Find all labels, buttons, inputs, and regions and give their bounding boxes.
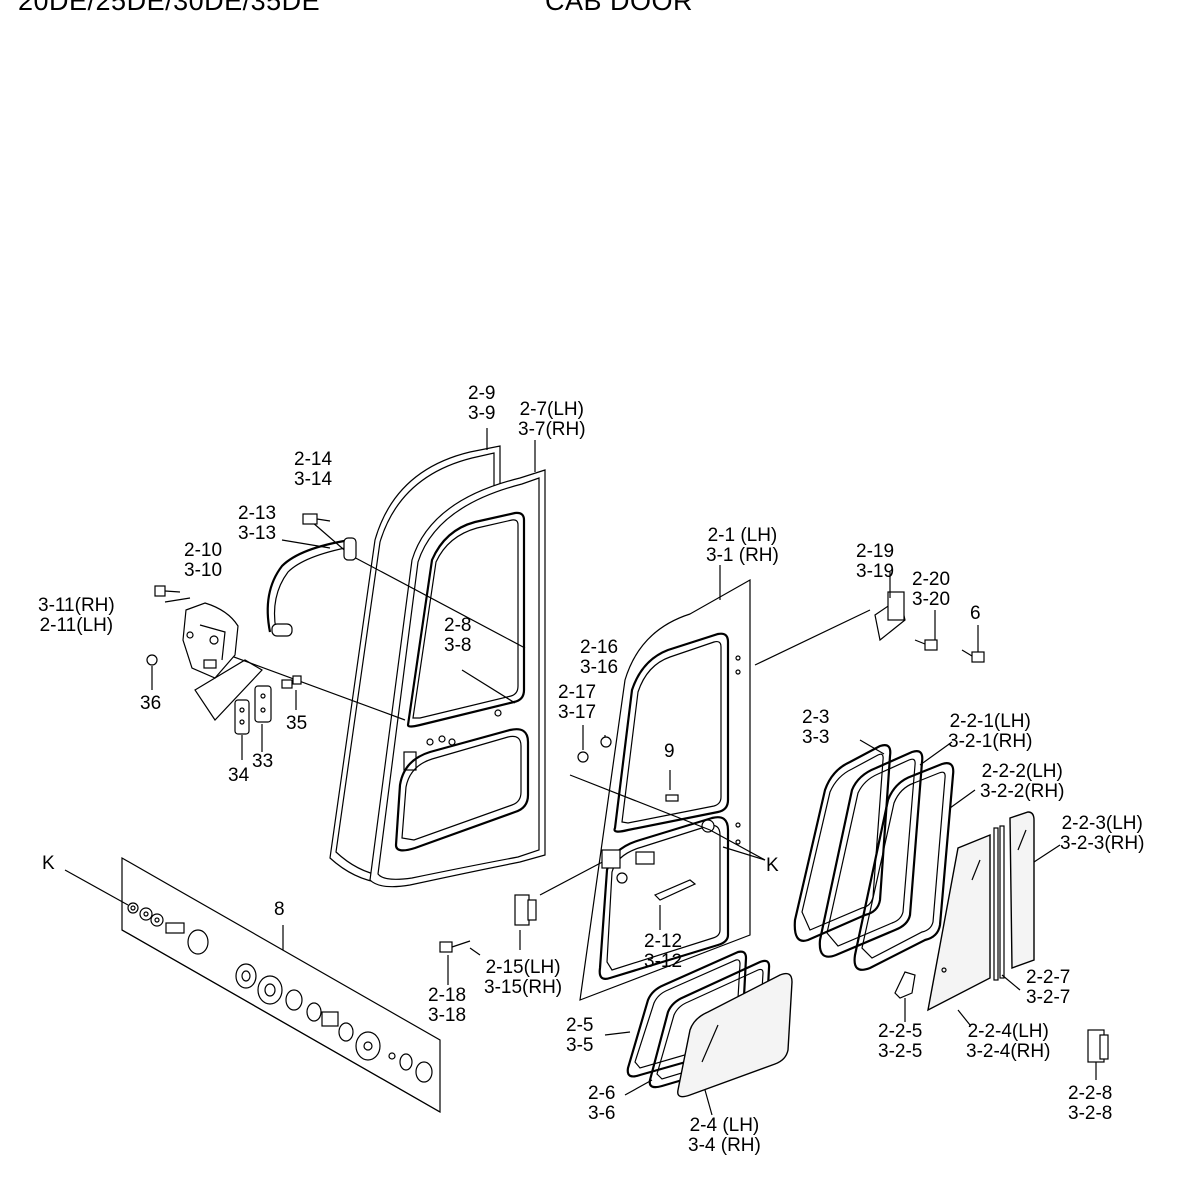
hinge-2-2-8	[1087, 1029, 1109, 1063]
label-8: 8	[274, 899, 285, 920]
label-33: 33	[252, 751, 274, 772]
plate-34	[234, 699, 250, 735]
label-3-11: 3-11(RH)2-11(LH)	[38, 595, 115, 636]
screw-9	[665, 794, 679, 802]
label-2-2-2: 2-2-2(LH)3-2-2(RH)	[980, 761, 1065, 802]
label-2-7: 2-7(LH)3-7(RH)	[518, 399, 586, 440]
kit-parts	[127, 902, 433, 1083]
plate-33	[254, 685, 272, 723]
bolt-2-20	[914, 639, 938, 651]
bolt-6	[961, 649, 985, 663]
bolt-2-18	[439, 940, 471, 953]
washer-2-16	[600, 736, 612, 748]
glass-2-2-4	[927, 833, 991, 1012]
striker-2-12	[601, 849, 621, 869]
label-2-2-4: 2-2-4(LH)3-2-4(RH)	[966, 1021, 1051, 1062]
kit-panel-8	[121, 856, 441, 1114]
clip-2-2-5	[894, 971, 916, 999]
section-header: CAB DOOR	[545, 0, 694, 16]
strip-2-2-7	[993, 825, 1005, 981]
latch-2-10	[182, 602, 239, 679]
label-35: 35	[286, 713, 308, 734]
washer-2-17	[577, 751, 589, 763]
bolt-2-14	[302, 513, 331, 525]
handle-2-13	[266, 537, 357, 637]
door-panel-2-1	[579, 578, 751, 1001]
bolts-35	[281, 675, 302, 689]
hinge-2-19	[874, 591, 906, 642]
model-header: 20DE/25DE/30DE/35DE	[18, 0, 321, 16]
label-36: 36	[140, 693, 162, 714]
washer-36	[146, 654, 158, 666]
seal-2-3	[793, 744, 892, 942]
label-34: 34	[228, 765, 250, 786]
label-2-2-3: 2-2-3(LH)3-2-3(RH)	[1060, 813, 1145, 854]
seal-2-2-2	[853, 762, 955, 971]
frame-2-2-1	[818, 750, 924, 958]
hinge-2-15	[514, 894, 537, 926]
label-9: 9	[664, 741, 675, 762]
label-2-4: 2-4 (LH)3-4 (RH)	[688, 1115, 761, 1156]
label-k-left: K	[42, 853, 55, 874]
label-k-right: K	[766, 855, 779, 876]
glass-2-2-3	[1009, 811, 1035, 969]
glass-2-4	[677, 972, 793, 1098]
label-2-1: 2-1 (LH)3-1 (RH)	[706, 525, 779, 566]
label-2-2-1: 2-2-1(LH)3-2-1(RH)	[948, 711, 1033, 752]
label-2-15: 2-15(LH)3-15(RH)	[484, 957, 563, 998]
label-6: 6	[970, 603, 981, 624]
door-frame-2-7	[369, 469, 546, 888]
bolt-3-11	[154, 585, 181, 597]
